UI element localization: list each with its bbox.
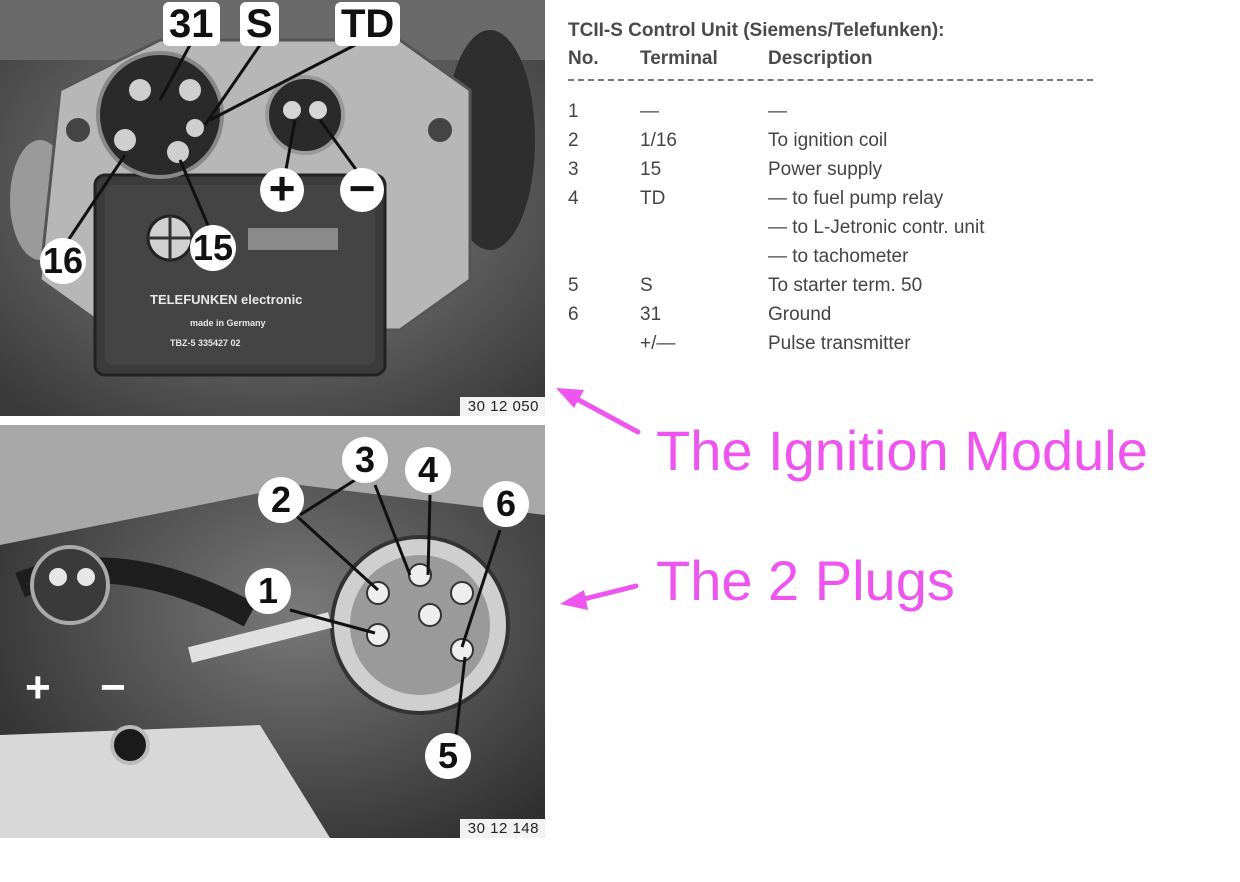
callout-pin-6: 6	[483, 481, 529, 527]
plugs-photo: 1 2 3 4 5 6 + − 30 12 148	[0, 425, 545, 838]
callout-pin-2: 2	[258, 477, 304, 523]
plug-plus-label: +	[25, 663, 51, 712]
cell-description: To starter term. 50	[768, 275, 923, 296]
unit-origin-text: made in Germany	[190, 318, 266, 328]
table-row: — to L-Jetronic contr. unit	[568, 213, 1098, 242]
callout-minus: −	[340, 165, 384, 212]
cell-terminal: 31	[640, 304, 662, 325]
header-description: Description	[768, 48, 873, 69]
cell-no	[568, 213, 640, 242]
callout-terminal-15: 15	[190, 225, 236, 271]
cell-terminal	[640, 242, 768, 271]
callout-pin-1: 1	[245, 568, 291, 614]
cell-description: — to L-Jetronic contr. unit	[768, 217, 985, 238]
table-row: +/— Pulse transmitter	[568, 329, 1098, 358]
unit-brand-text: TELEFUNKEN electronic	[150, 292, 303, 307]
cell-terminal: 1/16	[640, 130, 677, 151]
cell-no	[568, 242, 640, 271]
table-row: 5 S To starter term. 50	[568, 271, 1098, 300]
plug-minus-label: −	[100, 663, 126, 712]
table-title: TCII-S Control Unit (Siemens/Telefunken)…	[568, 20, 945, 41]
cell-terminal	[640, 213, 768, 242]
callout-terminal-s: S	[240, 2, 279, 46]
cell-terminal: 15	[640, 159, 662, 180]
arrow-to-module	[572, 395, 641, 435]
callout-plus: +	[260, 165, 304, 212]
ignition-module-annotation: The Ignition Module	[656, 419, 1148, 482]
cell-terminal: +/—	[640, 333, 676, 354]
table-row: 2 1/16 To ignition coil	[568, 126, 1098, 155]
callout-terminal-td: TD	[335, 2, 401, 46]
table-row: 1 — —	[568, 97, 1098, 126]
plugs-annotation: The 2 Plugs	[656, 549, 955, 612]
arrow-head-module	[556, 388, 584, 408]
table-header: No. Terminal Description	[568, 48, 1098, 70]
table-row: 4 TD — to fuel pump relay	[568, 184, 1098, 213]
callout-terminal-31: 31	[163, 2, 220, 46]
unit-part-number-text: TBZ-5 335427 02	[170, 338, 241, 348]
terminal-table: TCII-S Control Unit (Siemens/Telefunken)…	[568, 20, 1098, 358]
arrow-head-plugs	[560, 590, 588, 610]
figure-number-bottom: 30 12 148	[459, 819, 545, 838]
header-divider	[568, 79, 1093, 81]
cell-description: To ignition coil	[768, 130, 888, 151]
callout-pin-5: 5	[425, 733, 471, 779]
cell-terminal: S	[640, 275, 653, 296]
cell-no: 1	[568, 101, 579, 122]
cell-no: 5	[568, 275, 579, 296]
cell-terminal: TD	[640, 188, 666, 209]
cell-description: — to tachometer	[768, 246, 909, 267]
cell-no: 2	[568, 130, 579, 151]
cell-description: —	[768, 101, 787, 122]
cell-no: 4	[568, 188, 579, 209]
cell-terminal: —	[640, 101, 659, 122]
ignition-module-photo: 31 S TD + − 16 15 TELEFUNKEN electronic …	[0, 0, 545, 416]
cell-no: 3	[568, 159, 579, 180]
table-row: 3 15 Power supply	[568, 155, 1098, 184]
cell-description: Power supply	[768, 159, 883, 180]
header-no: No.	[568, 48, 599, 69]
callout-pin-3: 3	[342, 437, 388, 483]
header-terminal: Terminal	[640, 48, 718, 69]
cell-description: Ground	[768, 304, 832, 325]
cell-no: 6	[568, 304, 579, 325]
cell-no	[568, 329, 640, 358]
callout-pin-4: 4	[405, 447, 451, 493]
cell-description: Pulse transmitter	[768, 333, 911, 354]
figure-number-top: 30 12 050	[459, 397, 545, 416]
table-row: 6 31 Ground	[568, 300, 1098, 329]
callout-terminal-16: 16	[40, 238, 86, 284]
table-row: — to tachometer	[568, 242, 1098, 271]
arrow-to-plugs	[577, 583, 639, 603]
cell-description: — to fuel pump relay	[768, 188, 944, 209]
